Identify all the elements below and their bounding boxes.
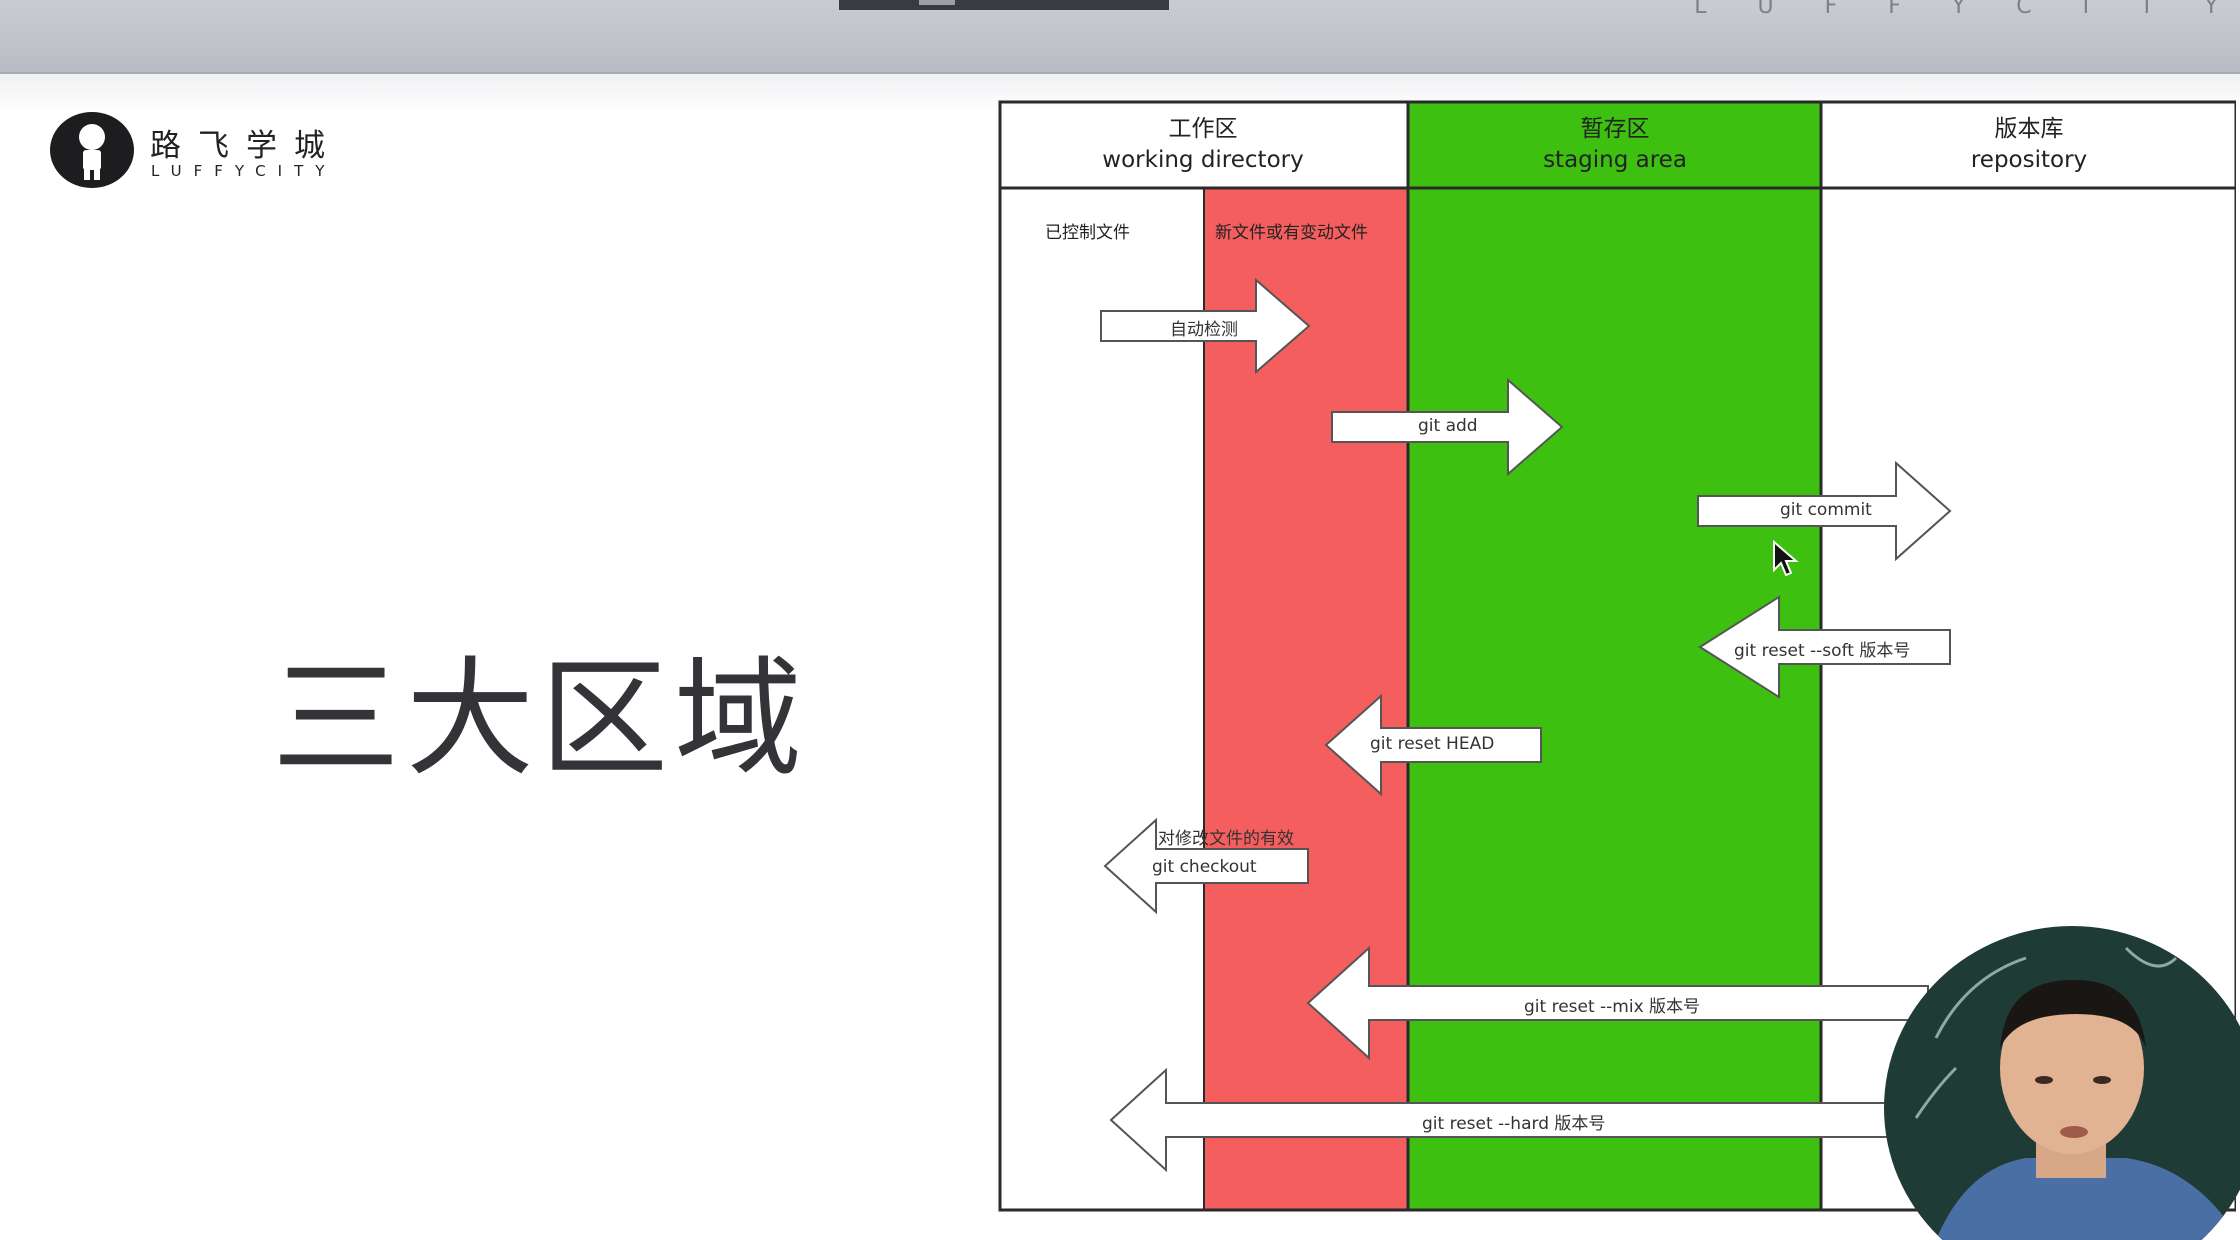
- git-commit-arrow: [1697, 460, 1952, 562]
- column-en-label: repository: [1970, 147, 2088, 173]
- tracked-files-label: 已控制文件: [1045, 223, 1130, 243]
- player-tab[interactable]: [839, 0, 1169, 10]
- reset-mix-arrow: [1306, 945, 1929, 1061]
- column-cn-label: 暂存区: [1580, 116, 1650, 142]
- logo-english-text: LUFFYCITY: [151, 162, 337, 180]
- watermark-brand: L U F F Y C I T Y: [1694, 0, 2240, 19]
- column-en-label: working directory: [1102, 147, 1304, 173]
- reset-hard-label: git reset --hard 版本号: [1422, 1114, 1606, 1134]
- logo-chinese-text: 路飞学城: [150, 128, 342, 164]
- diagram-canvas: [998, 100, 2236, 1212]
- reset-hard-arrow: [1109, 1067, 1899, 1173]
- reset-head-label: git reset HEAD: [1370, 734, 1495, 754]
- git-commit-label: git commit: [1780, 500, 1872, 520]
- column-en-label: staging area: [1543, 147, 1687, 173]
- reset-soft-arrow: [1698, 595, 1951, 699]
- column-staging-area: 暂存区 staging area: [1410, 114, 1820, 176]
- column-working-directory: 工作区 working directory: [998, 114, 1408, 176]
- auto-detect-label: 自动检测: [1170, 320, 1238, 340]
- git-add-label: git add: [1418, 416, 1478, 436]
- luffy-mascot-icon: [50, 112, 134, 188]
- changed-files-area: [1204, 188, 1408, 1210]
- presenter-video-icon: [1884, 926, 2240, 1240]
- reset-mix-label: git reset --mix 版本号: [1524, 997, 1701, 1017]
- slide-title: 三大区域: [272, 645, 809, 794]
- reset-head-arrow: [1324, 693, 1542, 797]
- git-areas-diagram: 工作区 working directory 暂存区 staging area 版…: [998, 100, 2236, 1212]
- auto-detect-arrow: [1100, 277, 1311, 375]
- column-cn-label: 工作区: [1168, 116, 1238, 142]
- mouse-cursor-icon: [1773, 540, 1799, 577]
- checkout-arrow: [1103, 817, 1309, 915]
- slide-shade: [0, 74, 2240, 114]
- column-repository: 版本库 repository: [1824, 114, 2234, 176]
- presenter-webcam: [1876, 918, 2240, 1240]
- git-add-arrow: [1331, 377, 1564, 477]
- video-top-bar: L U F F Y C I T Y: [0, 0, 2240, 74]
- checkout-label: git checkout: [1152, 857, 1257, 877]
- column-cn-label: 版本库: [1994, 116, 2064, 142]
- changed-files-label: 新文件或有变动文件: [1215, 223, 1368, 243]
- checkout-note-label: 对修改文件的有效: [1158, 829, 1294, 849]
- reset-soft-label: git reset --soft 版本号: [1734, 641, 1911, 661]
